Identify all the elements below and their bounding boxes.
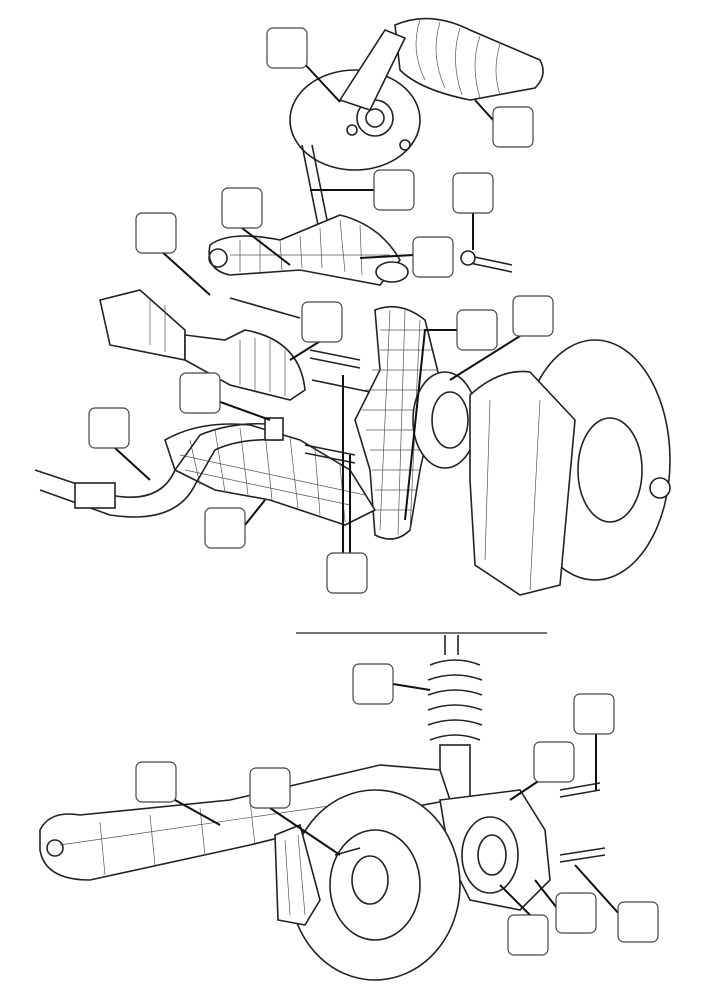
- callout-box: [135, 212, 177, 254]
- stabilizer-bar: [34, 422, 281, 518]
- callout-box: [617, 901, 659, 943]
- rear-brake-rotor: [289, 789, 461, 981]
- callout-box: [512, 295, 554, 337]
- bolt: [304, 349, 371, 464]
- front-suspension: [34, 17, 671, 596]
- hub-bearing: [412, 371, 478, 469]
- callout-box: [533, 741, 575, 783]
- callout-box: [456, 309, 498, 351]
- rear-brake-caliper: [274, 823, 321, 926]
- drive-axle: [99, 289, 306, 401]
- strut-mount: [289, 29, 421, 171]
- callout-box: [492, 106, 534, 148]
- callout-box: [135, 761, 177, 803]
- callout-box: [326, 552, 368, 594]
- leader-lines: [114, 59, 621, 916]
- callout-box: [507, 914, 549, 956]
- callout-box: [452, 172, 494, 214]
- callout-box: [412, 236, 454, 278]
- upper-control-arm: [208, 214, 409, 286]
- callout-boxes: [88, 27, 659, 956]
- callout-box: [301, 301, 343, 343]
- callout-box: [179, 372, 221, 414]
- brake-caliper: [469, 370, 576, 596]
- callout-box: [204, 507, 246, 549]
- callout-box: [555, 892, 597, 934]
- callout-box: [352, 663, 394, 705]
- callout-box: [373, 169, 415, 211]
- callout-box: [266, 27, 308, 69]
- bolt: [334, 782, 606, 863]
- rear-suspension: [39, 635, 606, 981]
- callout-box: [249, 767, 291, 809]
- callout-box: [573, 693, 615, 735]
- coil-spring-strut: [394, 17, 544, 101]
- callout-box: [221, 187, 263, 229]
- rear-knuckle: [439, 789, 551, 911]
- callout-box: [88, 407, 130, 449]
- steering-knuckle: [354, 305, 441, 540]
